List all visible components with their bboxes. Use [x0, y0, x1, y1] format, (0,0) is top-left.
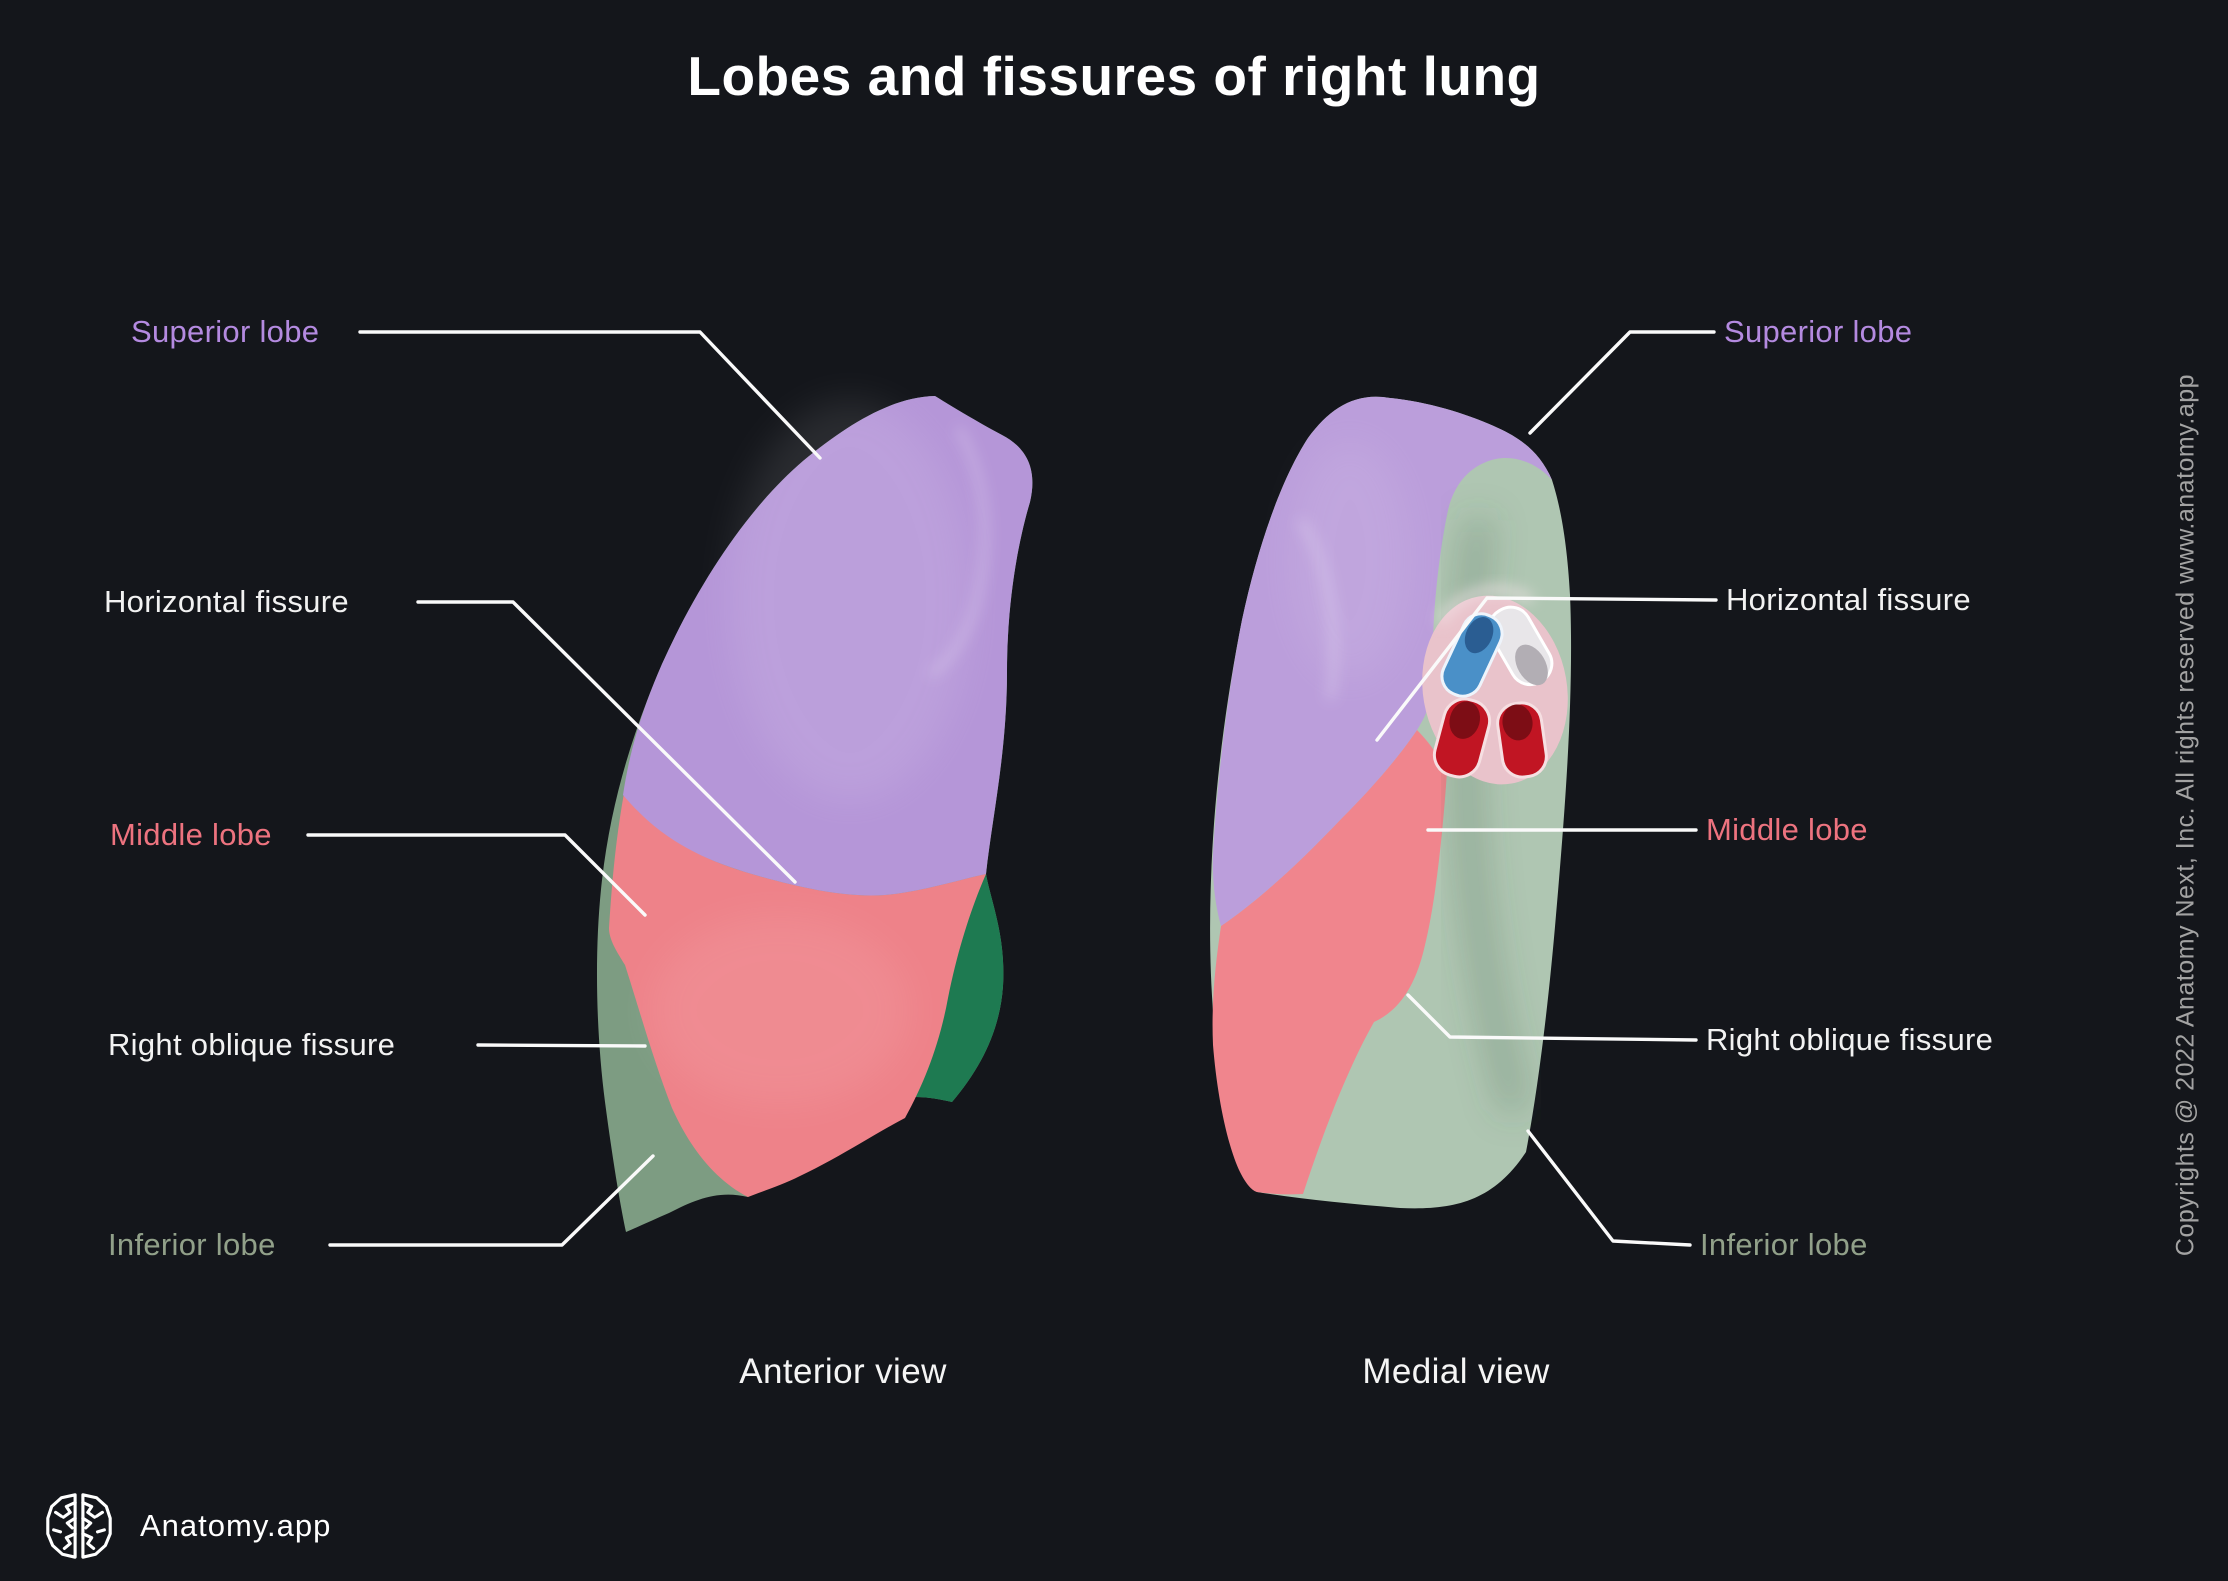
anterior-view-caption: Anterior view [739, 1352, 947, 1391]
label-superior-lobe-left: Superior lobe [131, 314, 320, 349]
hilum [1422, 586, 1568, 785]
medial-view-caption: Medial view [1362, 1352, 1550, 1391]
bronchus-vessel [1487, 605, 1554, 687]
anterior-lung-illustration [596, 396, 1033, 1232]
page-title: Lobes and fissures of right lung [687, 45, 1541, 107]
brand-footer: Anatomy.app [40, 1487, 331, 1565]
leader-line-inferior-lobe-right [1526, 1129, 1692, 1247]
label-horizontal-fissure-left: Horizontal fissure [104, 584, 349, 619]
label-right-oblique-fissure-left: Right oblique fissure [108, 1027, 396, 1062]
anterior-inferior-lobe-dark-edge [880, 874, 1004, 1104]
leader-line-horizontal-fissure-left [416, 600, 797, 884]
leader-line-middle-lobe-left [306, 833, 647, 917]
label-inferior-lobe-left: Inferior lobe [108, 1227, 276, 1262]
leader-line-superior-lobe-left [358, 330, 822, 460]
pulmonary-vein-right-vessel [1496, 701, 1548, 779]
leader-lines [306, 330, 1718, 1247]
leader-line-horizontal-fissure-right [1375, 596, 1718, 742]
label-superior-lobe-right: Superior lobe [1724, 314, 1913, 349]
leader-line-right-oblique-fissure-left [476, 1043, 647, 1048]
pulmonary-artery-vessel [1440, 612, 1504, 698]
brain-logo-icon [46, 1493, 112, 1559]
brand-name: Anatomy.app [140, 1508, 332, 1543]
medial-lung-illustration [1210, 396, 1572, 1209]
copyright-text: Copyrights @ 2022 Anatomy Next, Inc. All… [2171, 373, 2200, 1257]
label-right-oblique-fissure-right: Right oblique fissure [1706, 1022, 1994, 1057]
medial-middle-lobe [1212, 730, 1447, 1195]
pulmonary-vein-left-vessel [1432, 697, 1492, 779]
label-middle-lobe-right: Middle lobe [1706, 812, 1868, 847]
label-inferior-lobe-right: Inferior lobe [1700, 1227, 1868, 1262]
leader-line-inferior-lobe-left [328, 1154, 655, 1247]
label-horizontal-fissure-right: Horizontal fissure [1726, 582, 1971, 617]
label-middle-lobe-left: Middle lobe [110, 817, 272, 852]
leader-line-right-oblique-fissure-right [1406, 993, 1698, 1042]
leader-line-superior-lobe-right [1528, 330, 1716, 435]
